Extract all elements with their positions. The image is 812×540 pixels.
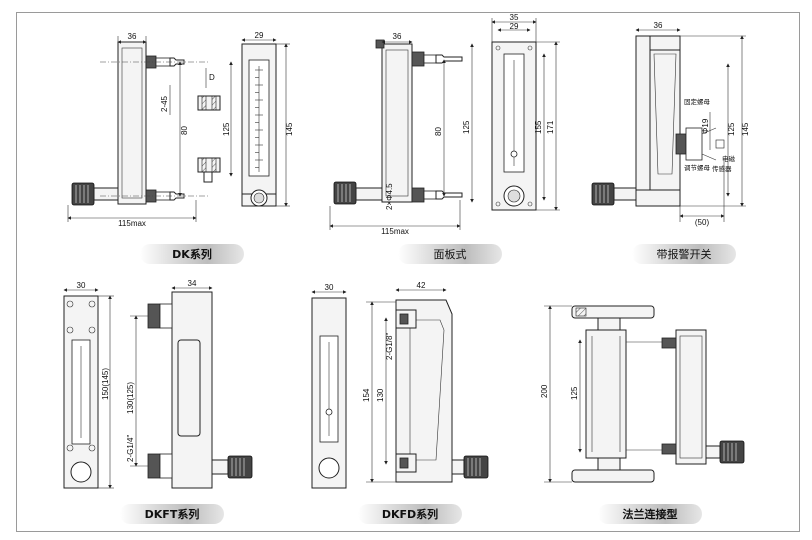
caption-dkft-series: DKFT系列 <box>120 504 224 524</box>
dk-dim-29: 29 <box>255 31 264 40</box>
alarm-view <box>591 28 746 222</box>
alarm-label-fixed-nut: 固定螺母 <box>684 97 711 106</box>
dkfd-front-view <box>311 290 347 489</box>
panel-dim-125: 125 <box>462 120 471 134</box>
panel-dim-171: 171 <box>546 120 555 134</box>
dkfd-dim-130: 130 <box>376 388 385 402</box>
caption-alarm-switch: 带报警开关 <box>632 244 736 264</box>
panel-dim-36: 36 <box>393 32 402 41</box>
dkft-dim-thread: 2-G1/4" <box>126 435 135 462</box>
flange-dim-200: 200 <box>540 384 549 398</box>
dk-dim-125: 125 <box>222 122 231 136</box>
alarm-dim-125: 125 <box>727 122 736 136</box>
alarm-dim-phi19: Φ19 <box>701 118 710 134</box>
caption-dk-series: DK系列 <box>140 244 244 264</box>
dk-dim-36: 36 <box>128 32 137 41</box>
panel-front-view <box>491 18 560 211</box>
caption-flange-type: 法兰连接型 <box>598 504 702 524</box>
dkfd-dim-42: 42 <box>417 281 426 290</box>
dkfd-side-view <box>366 288 489 483</box>
panel-side-view <box>329 39 474 230</box>
flange-view <box>544 305 745 483</box>
caption-dkfd-series: DKFD系列 <box>358 504 462 524</box>
alarm-label-sensor-2: 传感器 <box>712 164 732 173</box>
alarm-dim-145: 145 <box>741 122 750 136</box>
flange-dim-125: 125 <box>570 386 579 400</box>
alarm-dim-50: (50) <box>695 218 710 227</box>
caption-panel-type: 面板式 <box>398 244 502 264</box>
panel-dim-155: 155 <box>534 120 543 134</box>
dk-dim-115max: 115max <box>118 219 146 228</box>
dk-side-view <box>67 36 221 222</box>
panel-dim-115max: 115max <box>381 227 409 236</box>
dkft-dim-130: 130(125) <box>126 382 135 414</box>
alarm-label-adjust-nut: 调节螺母 <box>684 163 711 172</box>
dk-dim-d: D <box>209 73 215 82</box>
panel-dim-29: 29 <box>510 22 519 31</box>
sheet-border <box>16 12 800 532</box>
dk-front-view <box>229 38 290 207</box>
dkfd-dim-30: 30 <box>325 283 334 292</box>
dkft-dim-150: 150(145) <box>101 368 110 400</box>
dkft-dim-34: 34 <box>188 279 197 288</box>
panel-dim-holes: 2×Φ4.5 <box>385 183 394 210</box>
dkft-side-view <box>130 286 253 489</box>
panel-dim-35: 35 <box>510 13 519 22</box>
dk-dim-80: 80 <box>180 126 189 135</box>
dkfd-dim-154: 154 <box>362 388 371 402</box>
dk-dim-2-45: 2-45 <box>160 95 169 112</box>
dkft-front-view <box>63 288 114 489</box>
dk-dim-145: 145 <box>285 122 294 136</box>
dkfd-dim-thread: 2-G1/8" <box>385 333 394 360</box>
dkft-dim-30: 30 <box>77 281 86 290</box>
alarm-label-sensor-1: 电磁 <box>722 154 736 163</box>
panel-dim-80: 80 <box>434 127 443 136</box>
alarm-dim-36: 36 <box>654 21 663 30</box>
